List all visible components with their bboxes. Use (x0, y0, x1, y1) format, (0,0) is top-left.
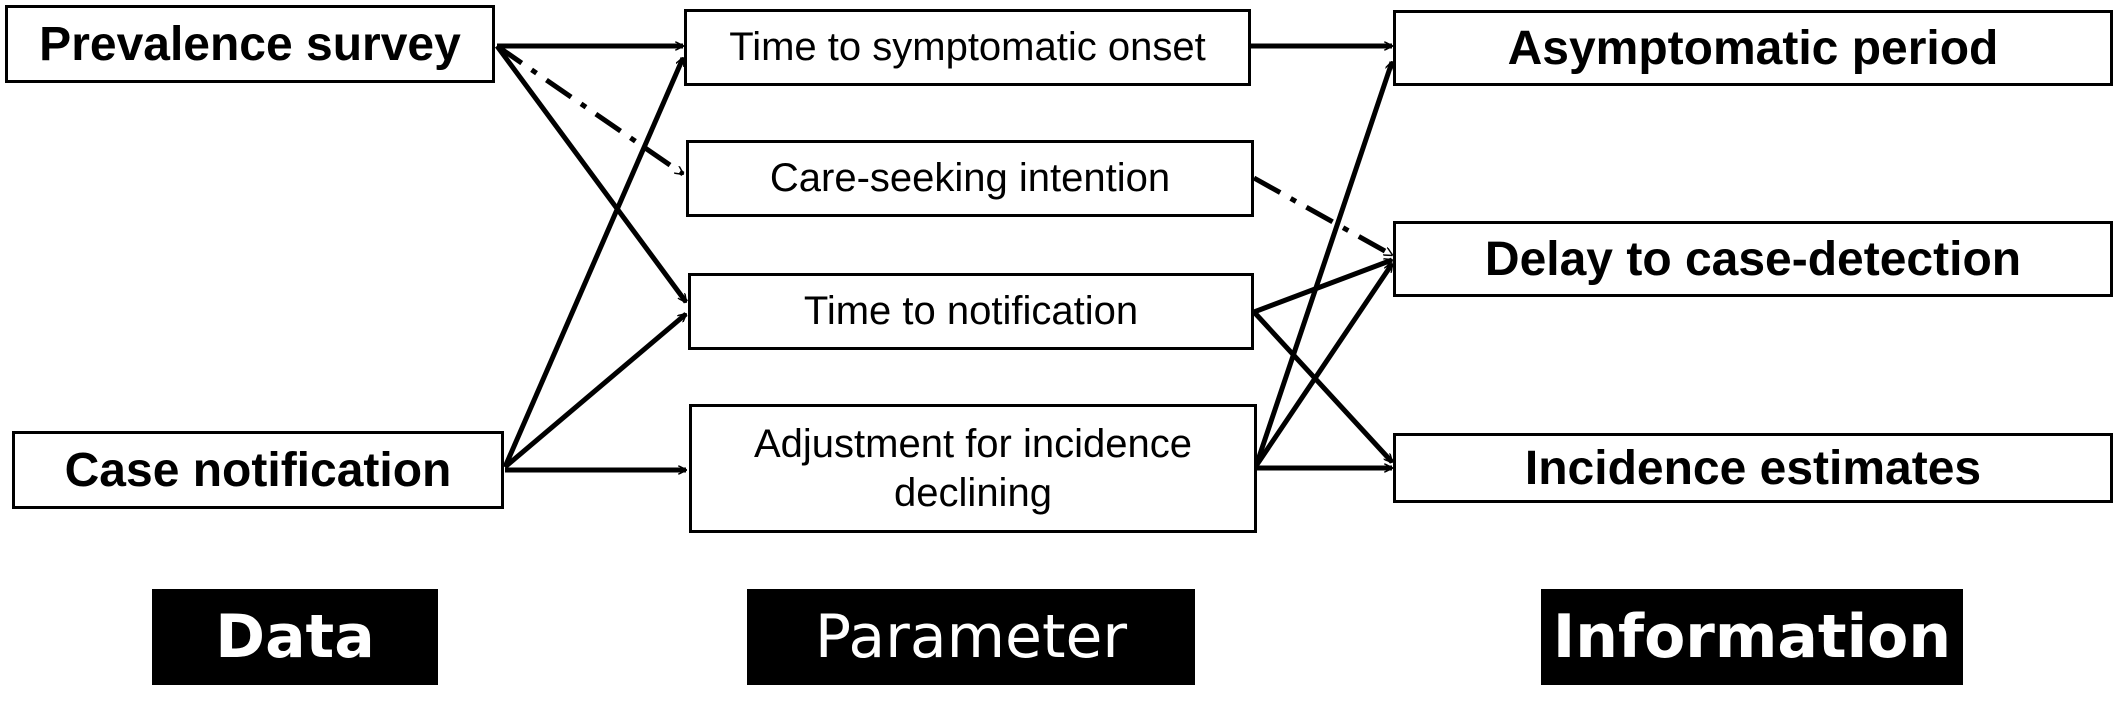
node-time-to-symptomatic-onset: Time to symptomatic onset (684, 9, 1251, 86)
node-incidence-estimates: Incidence estimates (1393, 433, 2113, 503)
column-label-parameter-text: Parameter (814, 602, 1128, 672)
node-prevalence-survey-label: Prevalence survey (39, 17, 461, 71)
node-case-notification: Case notification (12, 431, 504, 509)
edge-adjustment-to-asymptomatic (1253, 62, 1392, 467)
node-adjustment-for-incidence-declining: Adjustment for incidence declining (689, 404, 1257, 533)
node-case-notification-label: Case notification (64, 443, 452, 497)
node-asymptomatic-period: Asymptomatic period (1393, 10, 2113, 86)
edge-prevalence-to-care-seeking (495, 43, 683, 177)
node-care-seeking-intention: Care-seeking intention (686, 140, 1254, 217)
node-time-to-notification-label: Time to notification (803, 289, 1139, 334)
edge-care-seeking-to-delay (1252, 175, 1392, 258)
edge-case-to-notification-time (503, 312, 686, 469)
edge-notification-time-to-delay (1253, 257, 1392, 315)
node-adjustment-label-line2: declining (894, 470, 1052, 515)
column-label-data-text: Data (215, 602, 375, 672)
node-delay-to-case-detection: Delay to case-detection (1393, 221, 2113, 297)
column-label-information: Information (1541, 589, 1963, 685)
node-prevalence-survey: Prevalence survey (5, 5, 495, 83)
node-care-seeking-intention-label: Care-seeking intention (769, 156, 1171, 201)
node-asymptomatic-period-label: Asymptomatic period (1507, 21, 1999, 75)
column-label-parameter: Parameter (747, 589, 1195, 685)
edge-case-to-onset (502, 58, 686, 468)
column-label-data: Data (152, 589, 438, 685)
edge-notification-time-to-incidence (1252, 310, 1394, 462)
column-label-information-text: Information (1552, 602, 1952, 672)
node-time-to-symptomatic-onset-label: Time to symptomatic onset (729, 25, 1206, 70)
node-delay-to-case-detection-label: Delay to case-detection (1484, 232, 2022, 286)
edge-prevalence-to-notification-time (494, 44, 689, 302)
node-time-to-notification: Time to notification (688, 273, 1254, 350)
edge-adjustment-to-delay (1253, 264, 1395, 468)
node-adjustment-label-line1: Adjustment for incidence (753, 421, 1192, 466)
node-incidence-estimates-label: Incidence estimates (1524, 441, 1982, 495)
